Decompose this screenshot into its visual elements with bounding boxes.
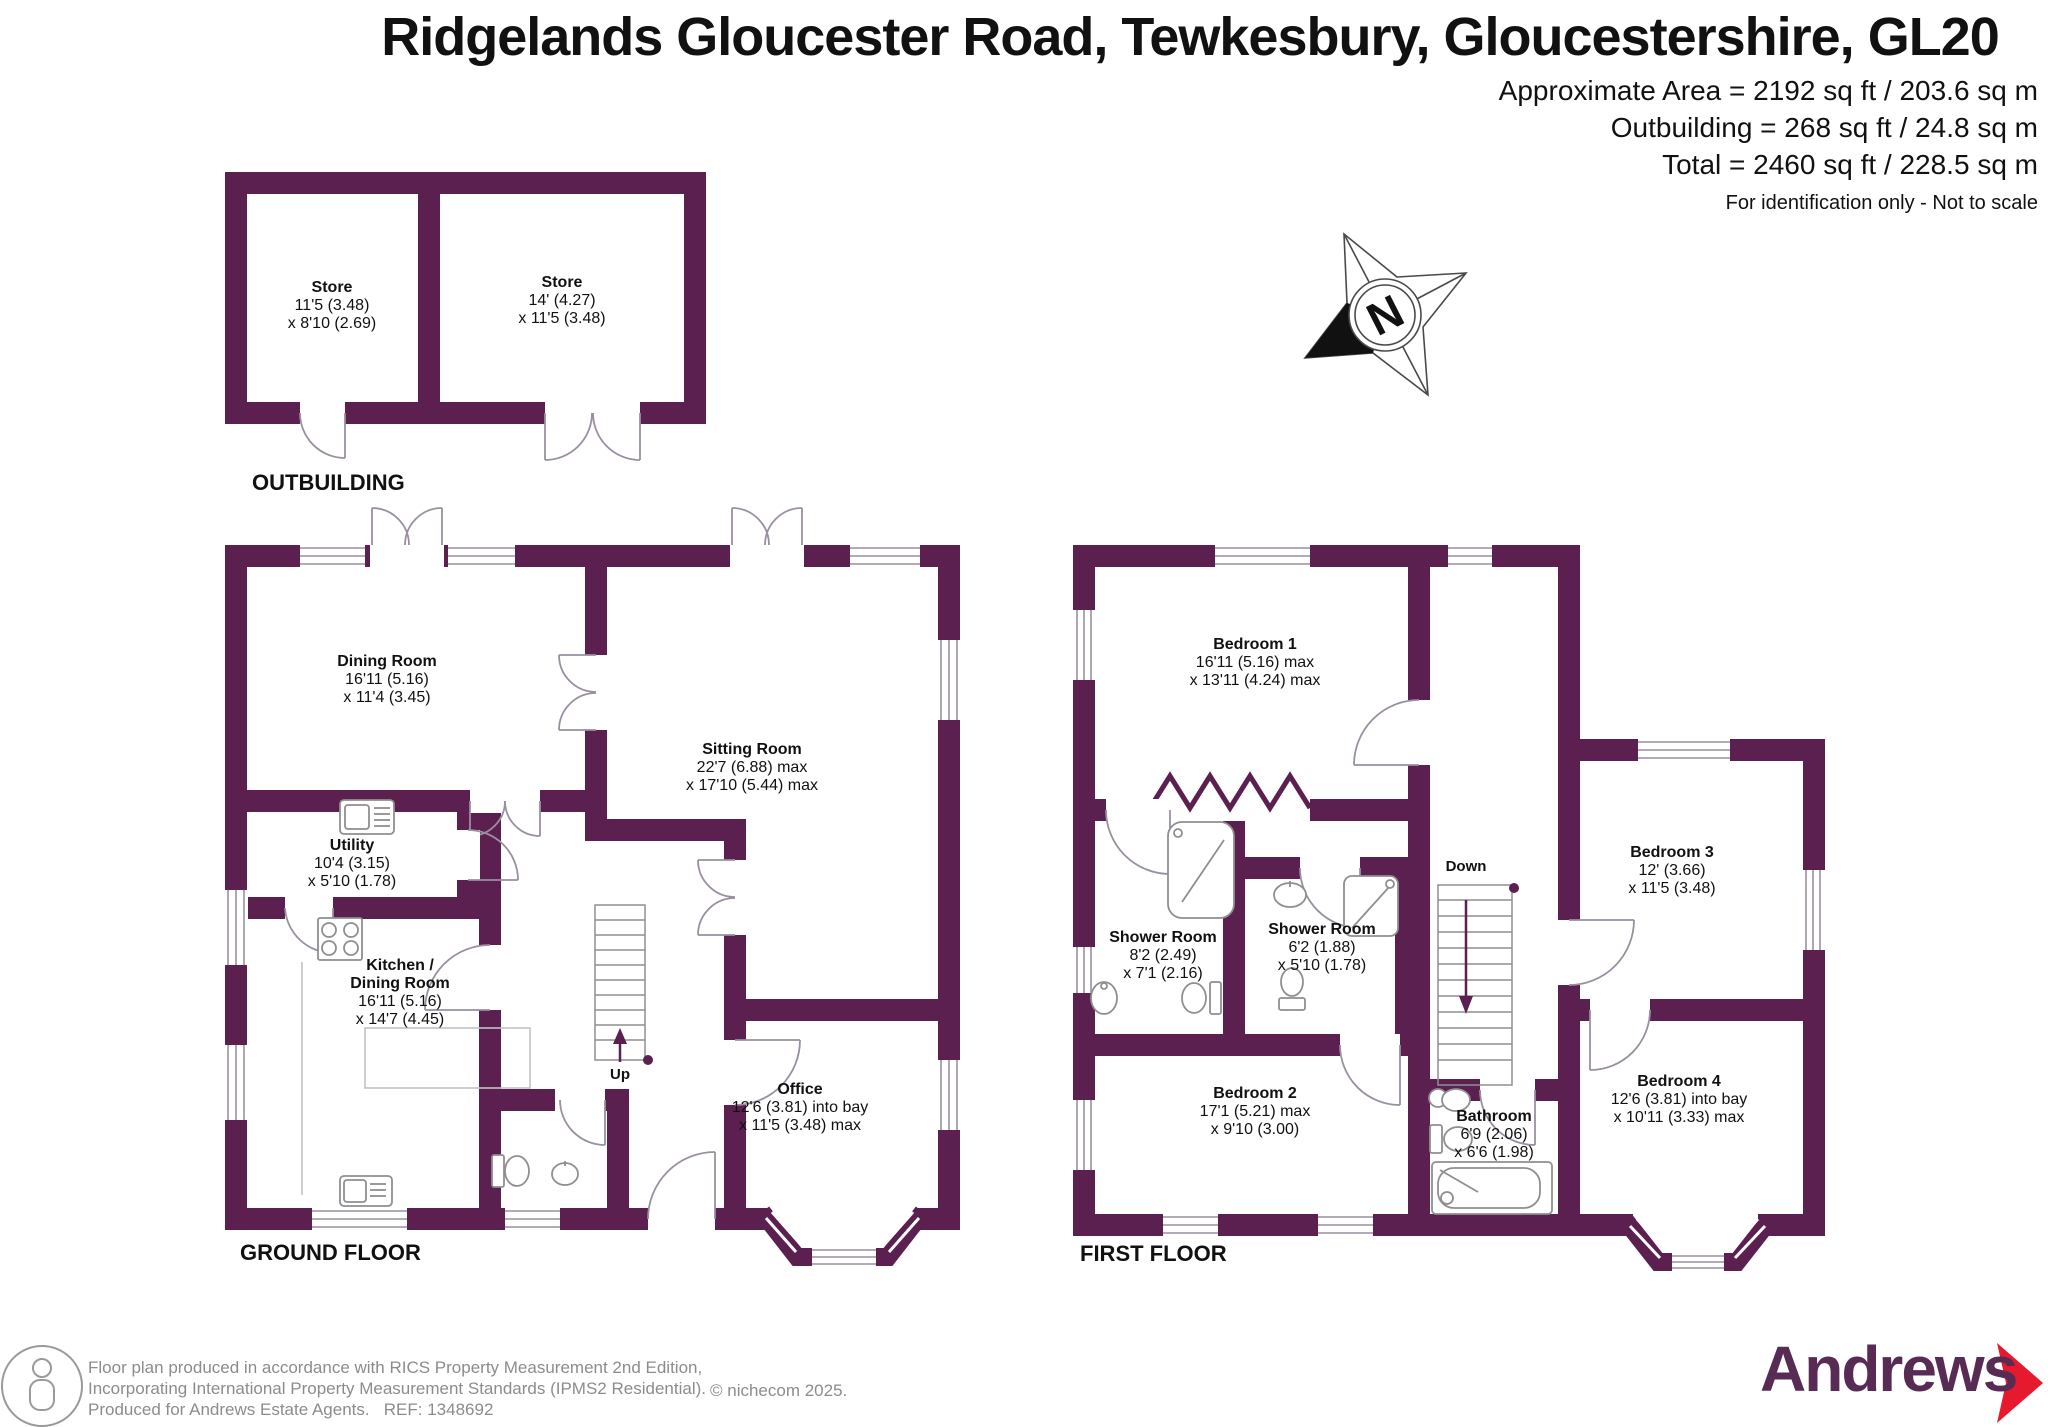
stairs-down-label: Down <box>1445 858 1487 875</box>
outbuilding-label: OUTBUILDING <box>252 470 405 495</box>
toilet-icon <box>1429 1124 1473 1154</box>
room-label-shower-room-2: Shower Room 6'2 (1.88) x 5'10 (1.78) <box>1268 921 1376 974</box>
sink-icon <box>339 1175 393 1207</box>
window-icon <box>1072 544 1826 1237</box>
footer-line-3: Produced for Andrews Estate Agents. REF:… <box>88 1400 494 1419</box>
room-label-bedroom-4: Bedroom 4 12'6 (3.81) into bay x 10'11 (… <box>1610 1073 1748 1126</box>
kitchen-counter <box>301 962 531 1195</box>
room-label-bedroom-1: Bedroom 1 16'11 (5.16) max x 13'11 (4.24… <box>1189 636 1321 689</box>
sink-icon <box>339 799 395 835</box>
toilet-icon <box>491 1154 530 1188</box>
andrews-chevron-icon <box>1997 1343 2043 1423</box>
room-label-dining-room: Dining Room 16'11 (5.16) x 11'4 (3.45) <box>337 653 437 706</box>
basin-icon <box>1428 1088 1471 1112</box>
door-icon <box>284 654 801 1231</box>
french-door-icon <box>370 507 804 568</box>
basin-icon <box>1090 981 1118 1015</box>
room-label-office: Office 12'6 (3.81) into bay x 11'5 (3.48… <box>731 1081 869 1134</box>
bay-window-icon <box>754 1204 931 1267</box>
kitchen-dining-room <box>225 897 501 1230</box>
person-icon <box>1 1345 83 1427</box>
compass-icon: N <box>1303 232 1468 397</box>
first-floor-plan <box>1072 544 1826 1272</box>
room-label-store-1: Store 11'5 (3.48) x 8'10 (2.69) <box>287 279 377 332</box>
approximate-area: Approximate Area = 2192 sq ft / 203.6 sq… <box>1498 75 2038 106</box>
ground-floor-label: GROUND FLOOR <box>240 1240 421 1265</box>
bedroom-2 <box>1073 1034 1430 1236</box>
ground-floor-plan <box>224 507 961 1267</box>
window-icon <box>224 544 961 1231</box>
landing <box>1408 545 1580 1101</box>
hob-icon <box>317 917 363 961</box>
wardrobe-icon <box>1147 771 1313 821</box>
room-label-sitting-room: Sitting Room 22'7 (6.88) max x 17'10 (5.… <box>685 741 819 794</box>
area-summary: Approximate Area = 2192 sq ft / 203.6 sq… <box>1499 72 2038 183</box>
footer-line-2: Incorporating International Property Mea… <box>88 1379 706 1398</box>
stairs-down <box>1437 883 1519 1086</box>
shower-icon <box>1167 821 1235 919</box>
basin-icon <box>551 1161 579 1186</box>
basin-icon <box>1273 881 1307 908</box>
outbuilding-area: Outbuilding = 268 sq ft / 24.8 sq m <box>1610 112 2038 143</box>
page-title: Ridgelands Gloucester Road, Tewkesbury, … <box>381 7 2000 67</box>
toilet-icon <box>1278 967 1306 1011</box>
room-label-bathroom: Bathroom 6'9 (2.06) x 6'6 (1.98) <box>1454 1108 1534 1161</box>
room-label-utility: Utility 10'4 (3.15) x 5'10 (1.78) <box>307 837 397 890</box>
outbuilding-plan <box>225 172 706 461</box>
bath-icon <box>1431 1161 1553 1215</box>
first-floor-label: FIRST FLOOR <box>1080 1241 1227 1266</box>
room-label-bedroom-2: Bedroom 2 17'1 (5.21) max x 9'10 (3.00) <box>1199 1085 1311 1138</box>
room-label-store-2: Store 14' (4.27) x 11'5 (3.48) <box>518 274 606 327</box>
total-area: Total = 2460 sq ft / 228.5 sq m <box>1662 149 2038 180</box>
stairs-up-label: Up <box>610 1066 630 1083</box>
bay-window-icon <box>1617 1213 1778 1272</box>
room-label-shower-room-1: Shower Room 8'2 (2.49) x 7'1 (2.16) <box>1109 929 1217 982</box>
copyright: © nichecom 2025. <box>710 1381 848 1400</box>
toilet-icon <box>1181 981 1222 1015</box>
room-label-kitchen-dining: Kitchen / Dining Room 16'11 (5.16) x 14'… <box>350 957 450 1028</box>
andrews-logo: Andrews <box>1760 1333 2018 1405</box>
footer-line-1: Floor plan produced in accordance with R… <box>88 1358 703 1377</box>
disclaimer: For identification only - Not to scale <box>1725 192 2038 214</box>
shower-icon <box>1343 875 1399 937</box>
room-label-bedroom-3: Bedroom 3 12' (3.66) x 11'5 (3.48) <box>1628 844 1716 897</box>
stairs-up <box>594 904 653 1065</box>
